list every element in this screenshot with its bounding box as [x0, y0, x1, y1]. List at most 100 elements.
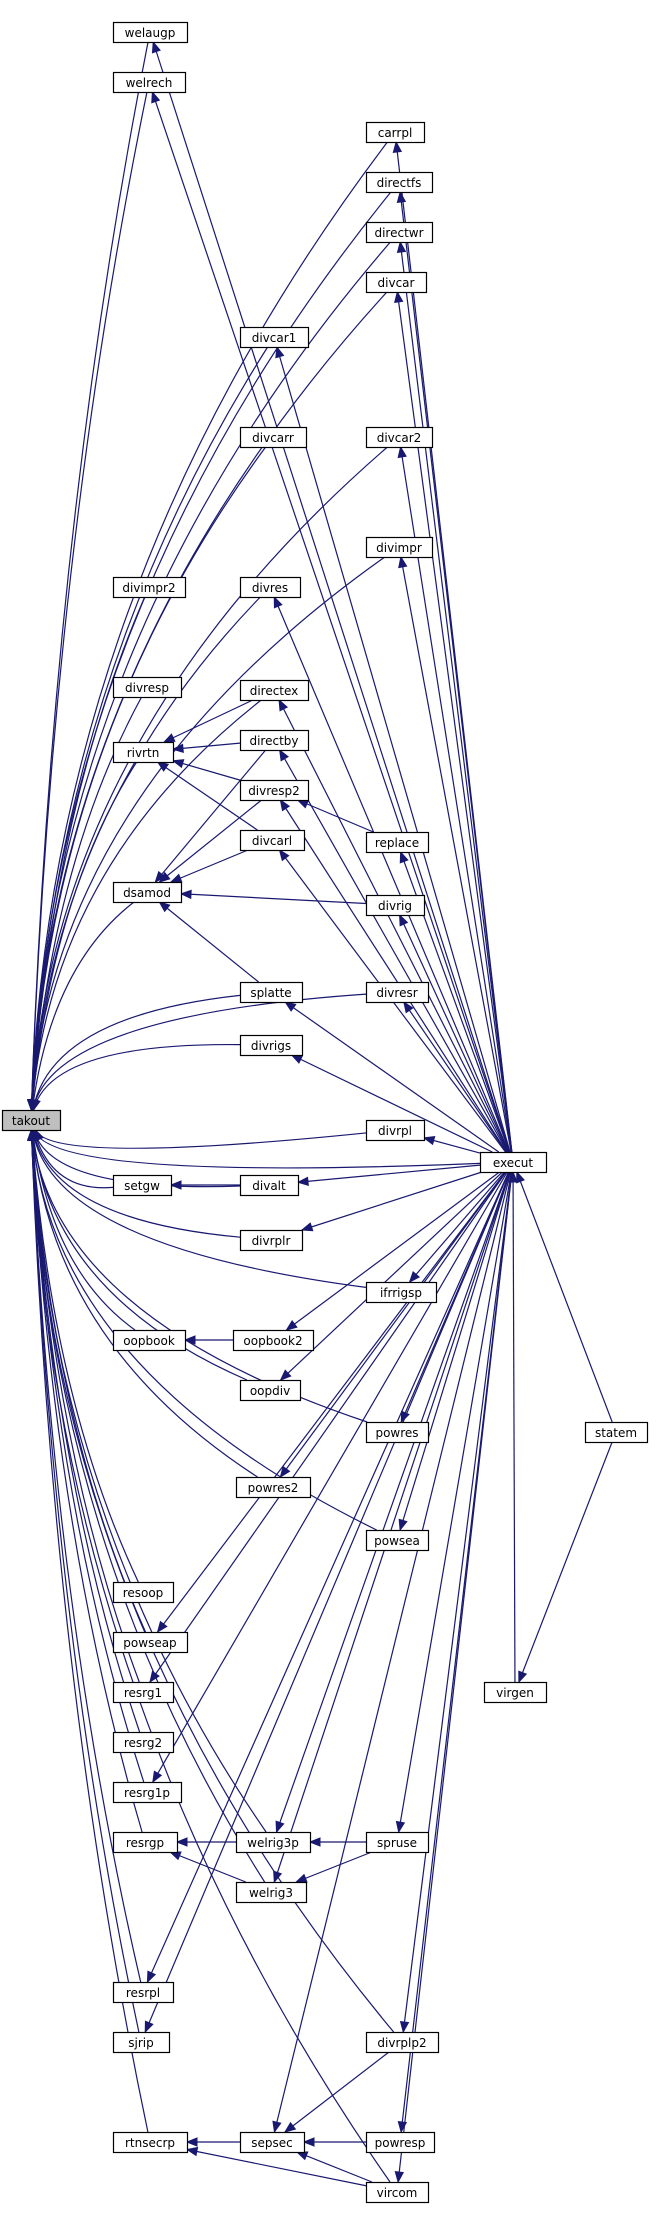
edge-execut-to-divcar1 [276, 346, 511, 1153]
node-box-directwr [365, 221, 434, 244]
edge-divrig-to-dsamod [180, 893, 367, 905]
node-divalt[interactable]: divalt [239, 1174, 300, 1197]
node-label-divcar: divcar [378, 276, 415, 290]
node-resrgp[interactable]: resrgp [112, 1831, 179, 1854]
node-divres[interactable]: divres [239, 576, 302, 599]
arrowhead-execut-to-divrplr [300, 1222, 314, 1232]
node-label-vircom: vircom [377, 2186, 418, 2200]
node-replace[interactable]: replace [365, 831, 430, 854]
node-directex[interactable]: directex [239, 679, 310, 702]
node-label-splatte: splatte [250, 986, 291, 1000]
node-resrg2[interactable]: resrg2 [112, 1731, 175, 1754]
arrowhead-execut-to-divresr [403, 1000, 414, 1014]
arrowhead-divresp2-to-dsamod [158, 871, 171, 883]
node-label-takout: takout [12, 1114, 51, 1128]
node-directwr[interactable]: directwr [365, 221, 434, 244]
node-divcarr[interactable]: divcarr [239, 426, 308, 449]
node-box-divrplp2 [365, 2031, 440, 2054]
arrowhead-execut-to-divcar [394, 290, 404, 304]
node-takout[interactable]: takout [1, 1109, 62, 1132]
node-divresp[interactable]: divresp [112, 676, 183, 699]
arrowhead-execut-to-divalt [296, 1176, 309, 1186]
node-divresp2[interactable]: divresp2 [239, 779, 310, 802]
edge-execut-to-divresp2 [279, 799, 508, 1153]
node-divrig[interactable]: divrig [365, 894, 426, 917]
edge-divresp2-to-dsamod [159, 799, 262, 883]
edge-execut-to-splatte [284, 1001, 500, 1153]
node-carrpl[interactable]: carrpl [365, 121, 426, 144]
node-divrpl[interactable]: divrpl [365, 1119, 426, 1142]
edge-resoop-to-takout [31, 1129, 139, 1583]
node-box-resoop [112, 1581, 175, 1604]
node-sepsec[interactable]: sepsec [239, 2131, 306, 2154]
node-statem[interactable]: statem [584, 1421, 649, 1444]
arrowhead-execut-to-divrig [399, 913, 409, 927]
arrowhead-execut-to-powsea [398, 1518, 408, 1532]
arrowhead-execut-to-vircom [394, 2171, 405, 2184]
edge-execut-to-resrpl [146, 1171, 510, 1983]
node-box-welrig3p [235, 1831, 312, 1854]
node-rtnsecrp[interactable]: rtnsecrp [112, 2131, 189, 2154]
node-setgw[interactable]: setgw [112, 1174, 173, 1197]
arrowhead-execut-to-oopdiv [279, 1369, 292, 1381]
node-powres[interactable]: powres [365, 1421, 430, 1444]
node-welrig3p[interactable]: welrig3p [235, 1831, 312, 1854]
node-label-welrig3p: welrig3p [247, 1836, 299, 1850]
node-divcar1[interactable]: divcar1 [239, 326, 310, 349]
node-divrplp2[interactable]: divrplp2 [365, 2031, 440, 2054]
node-label-sepsec: sepsec [251, 2136, 292, 2150]
node-dsamod[interactable]: dsamod [112, 881, 183, 904]
node-divcar2[interactable]: divcar2 [365, 426, 434, 449]
node-box-oopdiv [239, 1379, 302, 1402]
node-divcarl[interactable]: divcarl [239, 829, 306, 852]
node-spruse[interactable]: spruse [365, 1831, 430, 1854]
node-powseap[interactable]: powseap [112, 1631, 189, 1654]
edge-divimpr2-to-takout [31, 596, 146, 1111]
edge-splatte-to-dsamod [159, 901, 259, 983]
node-directfs[interactable]: directfs [365, 171, 434, 194]
node-divrplr[interactable]: divrplr [239, 1229, 304, 1252]
node-label-dsamod: dsamod [123, 886, 171, 900]
node-box-powsea [365, 1529, 430, 1552]
node-execut[interactable]: execut [479, 1151, 548, 1174]
node-divimpr[interactable]: divimpr [365, 536, 434, 559]
arrowhead-execut-to-spruse [395, 1820, 406, 1834]
node-vircom[interactable]: vircom [365, 2181, 430, 2204]
node-welaugp[interactable]: welaugp [112, 21, 189, 44]
node-ifrrigsp[interactable]: ifrrigsp [365, 1281, 438, 1304]
arrowhead-execut-to-welaugp [151, 40, 161, 54]
node-rivrtn[interactable]: rivrtn [112, 741, 175, 764]
node-powsea[interactable]: powsea [365, 1529, 430, 1552]
edge-execut-to-divcar [396, 291, 513, 1153]
node-virgen[interactable]: virgen [483, 1681, 548, 1704]
node-box-spruse [365, 1831, 430, 1854]
node-resoop[interactable]: resoop [112, 1581, 175, 1604]
node-resrpl[interactable]: resrpl [112, 1981, 175, 2004]
edge-execut-to-divalt [297, 1164, 481, 1183]
node-sjrip[interactable]: sjrip [112, 2031, 171, 2054]
node-oopbook2[interactable]: oopbook2 [232, 1329, 315, 1352]
arrowhead-divrig-to-dsamod [179, 889, 192, 900]
node-oopdiv[interactable]: oopdiv [239, 1379, 302, 1402]
node-splatte[interactable]: splatte [239, 981, 304, 1004]
arrowhead-execut-to-directby [279, 748, 289, 762]
node-box-takout [1, 1109, 62, 1132]
node-welrech[interactable]: welrech [112, 71, 187, 94]
arrowhead-spruse-to-welrig3p [308, 1837, 321, 1847]
node-welrig3[interactable]: welrig3 [235, 1881, 308, 1904]
node-powresp[interactable]: powresp [365, 2131, 436, 2154]
node-divrigs[interactable]: divrigs [239, 1034, 304, 1057]
node-divresr[interactable]: divresr [365, 981, 430, 1004]
node-divcar[interactable]: divcar [365, 271, 428, 294]
node-resrg1p[interactable]: resrg1p [112, 1781, 183, 1804]
node-divimpr2[interactable]: divimpr2 [112, 576, 187, 599]
node-box-divcar2 [365, 426, 434, 449]
node-resrg1[interactable]: resrg1 [112, 1681, 175, 1704]
node-oopbook[interactable]: oopbook [112, 1329, 187, 1352]
node-label-directby: directby [249, 734, 298, 748]
node-powres2[interactable]: powres2 [235, 1476, 312, 1499]
node-box-welaugp [112, 21, 189, 44]
node-box-vircom [365, 2181, 430, 2204]
node-directby[interactable]: directby [239, 729, 310, 752]
node-box-divimpr [365, 536, 434, 559]
